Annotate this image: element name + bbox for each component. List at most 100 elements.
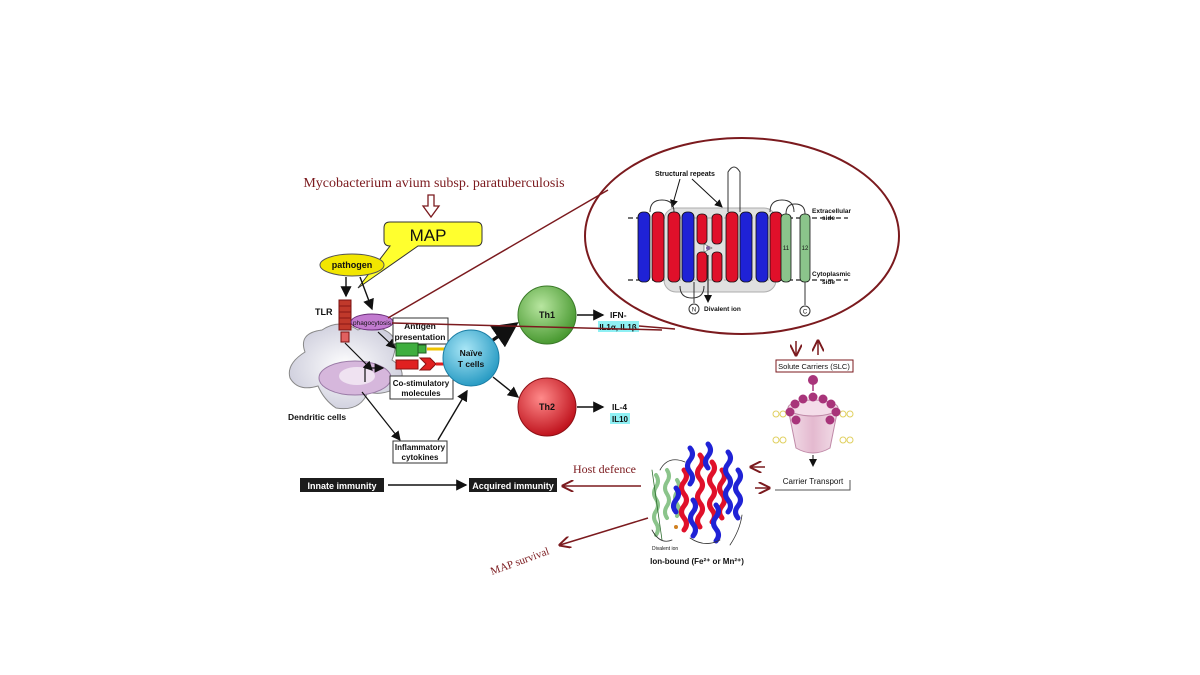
cytoplasmic-label-2: side <box>822 279 835 286</box>
tlr-label: TLR <box>315 307 333 317</box>
helix-4 <box>681 211 695 283</box>
co-stimulatory-box <box>389 375 454 400</box>
naive-to-th2-arrow <box>492 376 520 398</box>
divalent-ion-label: Divalent ion <box>704 306 741 313</box>
map-callout-label: MAP <box>410 226 447 245</box>
structural-arrow-right <box>691 178 723 208</box>
pathogen-ellipse <box>319 253 385 277</box>
n-term-label: N <box>692 308 696 314</box>
c-terminus <box>799 305 811 317</box>
tlr-receptor-bottom <box>340 331 350 343</box>
substrate-molecule <box>808 375 818 385</box>
th2-label: Th2 <box>539 402 555 412</box>
helix-2 <box>651 211 665 283</box>
naive-label-2: T cells <box>458 359 485 369</box>
loop-3 <box>679 285 705 299</box>
acquired-immunity-box <box>469 478 557 492</box>
red-helices <box>679 452 727 533</box>
tlr-receptor-top <box>338 299 352 331</box>
acquired-immunity-label: Acquired immunity <box>472 481 554 491</box>
host-defence-label: Host defence <box>573 462 636 476</box>
helix-label-12: 12 <box>802 246 809 252</box>
ion-bound-label: Ion-bound (Fe²⁺ or Mn²⁺) <box>650 557 744 566</box>
helix-6 <box>711 213 723 245</box>
inflammatory-label-2: cytokines <box>402 453 439 462</box>
carrier-transport-illustration <box>772 375 854 467</box>
loop-2 <box>769 199 795 213</box>
helix-8 <box>739 211 753 283</box>
loop-11-12 <box>785 203 806 215</box>
helix-7 <box>725 211 739 283</box>
membrane-zoom-oval <box>584 137 900 335</box>
ifn-label: IFN- <box>610 310 627 320</box>
nucleus-to-cytokines-arrow <box>361 391 401 441</box>
extracellular-label-1: Extracellular <box>812 208 851 215</box>
extracellular-label-2: side <box>822 215 835 222</box>
map-survival-arrow <box>560 517 649 545</box>
carrier-transport-label: Carrier Transport <box>783 477 844 486</box>
c-term-label: C <box>803 310 808 316</box>
co-stimulatory-label-2: molecules <box>401 389 441 398</box>
helix-9 <box>755 211 769 283</box>
bound-ion-dot <box>674 525 678 529</box>
loop-1 <box>649 199 675 213</box>
co-stimulatory-label-1: Co-stimulatory <box>393 379 450 388</box>
helix-1 <box>637 211 651 283</box>
loop-strands <box>651 459 743 546</box>
il4-label: IL-4 <box>612 402 627 412</box>
helix-5b <box>696 251 708 283</box>
il10-tag <box>610 413 630 424</box>
innate-immunity-box <box>300 478 384 492</box>
phago-to-antigen-arrow <box>377 331 396 349</box>
extracellular-loop <box>727 166 741 212</box>
il1-tag <box>598 321 639 332</box>
mhc-block <box>395 342 419 357</box>
dendritic-cells-label: Dendritic cells <box>288 412 346 422</box>
ion-bound-protein-structure <box>651 441 743 546</box>
zoom-line-il1 <box>638 325 676 330</box>
inflammatory-cytokines-box <box>392 440 448 464</box>
phagocytosis-label: phagocytosis <box>353 320 392 327</box>
solute-carriers-box <box>775 359 854 373</box>
helix-3 <box>667 211 681 283</box>
th2-cell <box>517 377 577 437</box>
th1-label: Th1 <box>539 310 555 320</box>
helix-5 <box>696 213 708 245</box>
antigen-presentation-box <box>392 317 449 345</box>
costim-chevron <box>418 357 437 371</box>
il1-label: IL1α, IL1β <box>599 323 636 332</box>
helix-6b <box>711 251 723 283</box>
hollow-down-arrow-icon <box>421 194 441 219</box>
naive-t-cell <box>442 329 500 387</box>
nucleus-signal-arrow <box>364 363 385 382</box>
solute-carriers-label: Solute Carriers (SLC) <box>778 362 850 371</box>
nucleus-inner <box>339 367 375 385</box>
pore-body <box>787 407 839 454</box>
mhc-tab <box>417 344 427 354</box>
zoom-line-lower <box>391 322 663 331</box>
n-terminus <box>688 303 700 315</box>
map-survival-label: MAP survival <box>489 545 551 577</box>
divalent-ion-dot <box>706 246 710 250</box>
cytoplasmic-label-1: Cytoplasmic <box>812 271 851 278</box>
structural-repeats-label: Structural repeats <box>655 171 715 178</box>
cytokines-to-naive-arrow <box>437 389 468 441</box>
costim-block <box>395 359 419 370</box>
helix-label-11: 11 <box>783 246 790 252</box>
il10-label: IL10 <box>612 415 629 424</box>
structural-arrow-left <box>670 178 681 208</box>
innate-immunity-label: Innate immunity <box>307 481 376 491</box>
pathogen-label: pathogen <box>332 260 373 270</box>
map-speech-callout <box>357 221 483 289</box>
inflammatory-label-1: Inflammatory <box>395 443 446 452</box>
antigen-presentation-label-2: presentation <box>394 332 445 342</box>
green-helices-outline <box>651 469 663 541</box>
pathogen-to-phagocytosis-arrow <box>359 276 374 311</box>
carrier-transport-bracket <box>775 480 851 491</box>
blue-helices <box>671 441 743 544</box>
divalent-ion-small-label: Divalent ion <box>652 546 678 552</box>
helix-10 <box>769 211 783 283</box>
organism-title: Mycobacterium avium subsp. paratuberculo… <box>303 176 564 191</box>
pore-ring <box>785 392 841 425</box>
